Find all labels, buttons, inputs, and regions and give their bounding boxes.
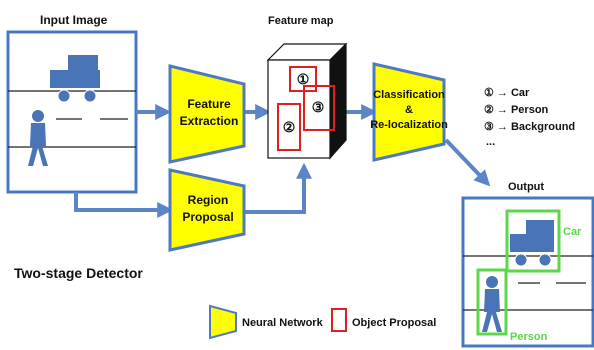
class-list-item-4: ... bbox=[486, 136, 495, 148]
region-proposal-label-1: Region bbox=[188, 193, 229, 207]
person-detection-label: Person bbox=[510, 331, 548, 343]
legend-object-proposal-swatch bbox=[331, 308, 347, 332]
feature-map-cube: ① ② ③ bbox=[266, 42, 348, 160]
proposal-marker-3: ③ bbox=[312, 99, 325, 115]
legend: Neural Network Object Proposal bbox=[209, 304, 436, 340]
feature-extraction-label-1: Feature bbox=[187, 97, 231, 111]
legend-neural-network-swatch bbox=[209, 304, 237, 340]
arrow-input-to-region-proposal bbox=[74, 192, 174, 218]
legend-object-proposal-label: Object Proposal bbox=[352, 317, 436, 329]
classification-module: Classification & Re-localization bbox=[370, 62, 448, 162]
region-proposal-label-2: Proposal bbox=[182, 210, 233, 224]
truck-icon bbox=[50, 55, 100, 103]
output-person-icon bbox=[482, 276, 502, 332]
proposal-marker-1: ① bbox=[297, 71, 310, 87]
classification-label-2: & bbox=[405, 104, 413, 116]
class-list-item-3: ③ → Background bbox=[484, 121, 575, 133]
output-truck-icon bbox=[510, 220, 554, 267]
input-image-title: Input Image bbox=[40, 13, 108, 27]
car-detection-label: Car bbox=[563, 226, 582, 238]
output-panel: Car Person bbox=[461, 196, 594, 348]
arrow-region-proposal-to-map bbox=[244, 162, 312, 214]
proposal-box-2 bbox=[277, 103, 301, 151]
feature-extraction-label-2: Extraction bbox=[180, 114, 239, 128]
detector-title: Two-stage Detector bbox=[14, 265, 143, 281]
proposal-marker-2: ② bbox=[283, 119, 296, 135]
legend-neural-network-label: Neural Network bbox=[242, 317, 324, 329]
class-list: ① → Car ② → Person ③ → Background ... bbox=[484, 87, 575, 148]
class-list-item-1: ① → Car bbox=[484, 87, 530, 99]
proposal-box-3 bbox=[303, 85, 335, 131]
classification-label-1: Classification bbox=[373, 89, 445, 101]
classification-label-3: Re-localization bbox=[370, 119, 448, 131]
class-list-item-2: ② → Person bbox=[484, 104, 549, 116]
output-title: Output bbox=[508, 181, 544, 193]
arrow-classification-to-output bbox=[444, 138, 491, 187]
region-proposal-module: Region Proposal bbox=[168, 168, 246, 252]
car-detection-box bbox=[505, 209, 561, 273]
feature-map-title: Feature map bbox=[268, 15, 334, 27]
feature-extraction-module: Feature Extraction bbox=[168, 64, 246, 164]
person-detection-box bbox=[476, 268, 508, 336]
input-image-panel bbox=[6, 30, 138, 194]
person-icon bbox=[28, 110, 48, 166]
